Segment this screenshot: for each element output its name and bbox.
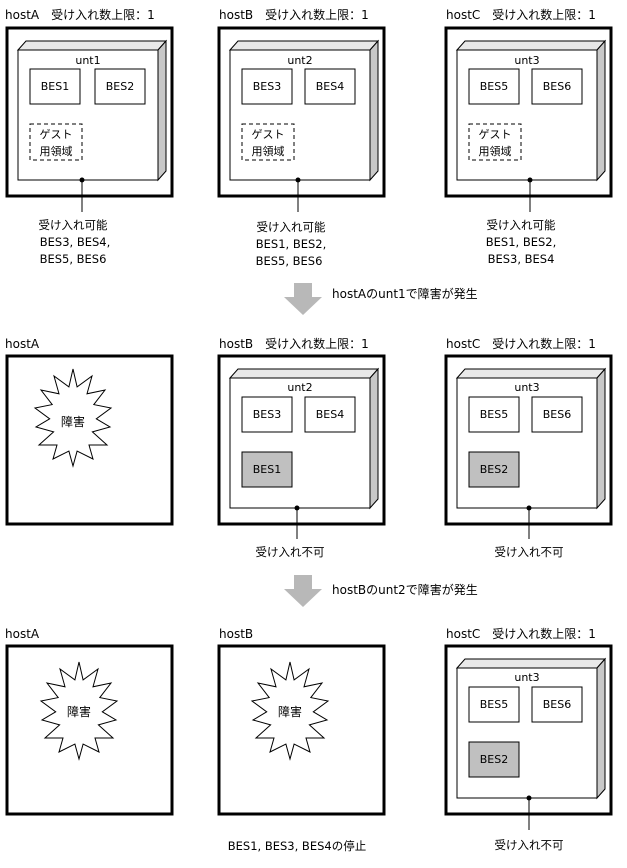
unt2-side-face [369,367,379,510]
guest-area-label-2: 用領域 [252,144,285,158]
bes4-box [304,396,356,433]
bes3-box [241,68,293,105]
bes4-label: BES4 [316,408,344,421]
guest-area-label-1: ゲスト [252,128,285,141]
arrow1-caption: hostAのunt1で障害が発生 [332,286,478,301]
bes6-label: BES6 [543,698,571,711]
unt3-side-face [596,367,606,510]
bes1-moved-box [241,451,293,488]
hostC-stage2-note: 受け入れ不可 [495,545,564,559]
unt2-side-face [369,39,379,182]
hostB-header: hostB 受け入れ数上限：1 [219,7,369,22]
unt1-side-face [157,39,167,182]
hostC-header-stage2: hostC 受け入れ数上限：1 [446,336,596,351]
failure-label: 障害 [67,704,91,719]
bes2-moved-label: BES2 [480,463,508,476]
failure-label: 障害 [61,414,85,429]
unt1-top-face [16,40,168,51]
hostA-header-stage3: hostA [5,627,40,641]
hostC-stage3-note: 受け入れ不可 [495,838,564,852]
bes2-moved-box [468,451,520,488]
hostA-note-line1: 受け入れ可能 [39,218,108,232]
unt3-side-face [596,657,606,800]
hostA-note-line2: BES3, BES4, [40,235,111,249]
bes6-box [531,686,583,723]
unt3-label: unt3 [514,54,539,67]
hostC-header: hostC 受け入れ数上限：1 [446,7,596,22]
arrow2-caption: hostBのunt2で障害が発生 [332,582,478,597]
down-arrow-icon [284,283,322,315]
guest-area-label-2: 用領域 [40,144,73,158]
hostB-note-line2: BES1, BES2, [256,237,327,251]
unt3-top-face [455,368,607,379]
bes5-label: BES5 [480,408,508,421]
bes1-box [29,68,81,105]
hostB-note-line1: 受け入れ可能 [257,220,326,234]
guest-area-label-1: ゲスト [40,128,73,141]
hostA-header-stage2: hostA [5,337,40,351]
hostC-note-line3: BES3, BES4 [488,252,555,266]
bes3-label: BES3 [253,408,281,421]
bes1-label: BES1 [41,80,69,93]
bes2-moved-label: BES2 [480,753,508,766]
unt2-top-face [228,368,380,379]
unt3-top-face [455,658,607,669]
bes2-moved-box [468,741,520,778]
hostC-note-line1: 受け入れ可能 [487,218,556,232]
bes1-moved-label: BES1 [253,463,281,476]
bes5-label: BES5 [480,698,508,711]
bes4-label: BES4 [316,80,344,93]
unt2-top-face [228,40,380,51]
unt3-label: unt3 [514,381,539,394]
hostB-stage3-note: BES1, BES3, BES4の停止 [228,839,366,853]
hostA-note-line3: BES5, BES6 [40,252,107,266]
bes2-label: BES2 [106,80,134,93]
unt2-label: unt2 [287,381,312,394]
unt1-label: unt1 [75,54,100,67]
hostC-header-stage3: hostC 受け入れ数上限：1 [446,626,596,641]
bes5-box [468,68,520,105]
bes3-box [241,396,293,433]
guest-area [29,123,83,161]
hostA-header: hostA 受け入れ数上限：1 [5,7,155,22]
hostB-header-stage3: hostB [219,627,253,641]
down-arrow-icon [284,575,322,607]
hostB-note-line3: BES5, BES6 [256,254,323,268]
unt3-top-face [455,40,607,51]
bes6-box [531,68,583,105]
guest-area-label-2: 用領域 [479,144,512,158]
bes5-box [468,686,520,723]
bes5-label: BES5 [480,80,508,93]
failure-label: 障害 [278,704,302,719]
bes3-label: BES3 [253,80,281,93]
bes6-label: BES6 [543,80,571,93]
guest-area [468,123,522,161]
bes2-box [94,68,146,105]
hostB-header-stage2: hostB 受け入れ数上限：1 [219,336,369,351]
bes6-box [531,396,583,433]
guest-area [241,123,295,161]
unt2-label: unt2 [287,54,312,67]
bes6-label: BES6 [543,408,571,421]
hostB-stage2-note: 受け入れ不可 [256,545,325,559]
guest-area-label-1: ゲスト [479,128,512,141]
hostC-note-line2: BES1, BES2, [486,235,557,249]
bes4-box [304,68,356,105]
bes5-box [468,396,520,433]
unt3-label: unt3 [514,671,539,684]
unt3-side-face [596,39,606,182]
